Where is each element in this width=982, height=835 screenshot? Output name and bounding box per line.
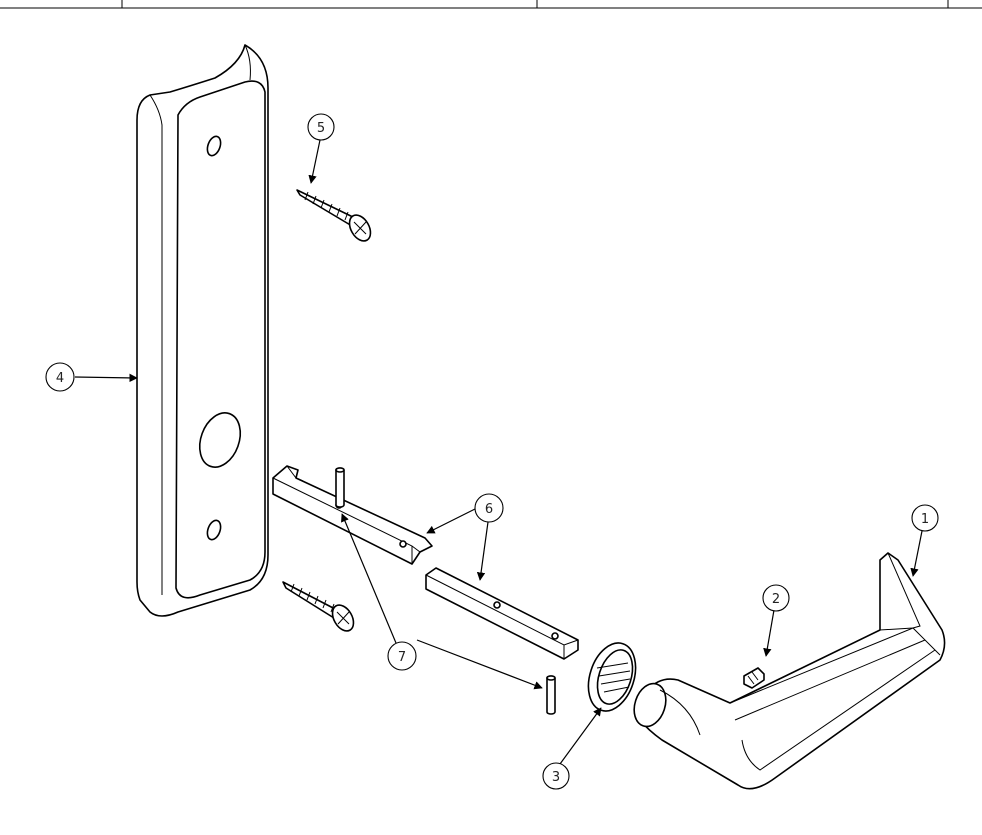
set-screw [743,667,765,689]
callout-7-label: 7 [398,650,406,665]
mounting-screw-bottom [282,581,355,632]
leader-3 [559,707,602,765]
leader-6 [426,508,489,581]
escutcheon-plate [136,44,269,617]
callout-6-label: 6 [485,502,493,517]
pin-lower [546,675,556,715]
balloon-7: 7 [387,641,417,671]
spindle-bar-upper [272,465,433,565]
leader-7 [341,513,543,690]
callout-3-label: 3 [552,770,560,785]
balloon-4: 4 [45,362,75,392]
spindle-bar-lower [425,567,579,660]
balloon-5: 5 [307,113,335,141]
leader-1 [910,530,923,577]
leader-4 [74,373,138,383]
leader-2 [763,609,775,657]
lever [633,552,946,790]
title-block-border [0,0,982,9]
rose [587,642,637,712]
balloon-6: 6 [474,493,504,523]
mounting-screw-top [296,189,372,242]
balloon-2: 2 [762,584,790,612]
leader-5 [308,139,321,184]
balloon-3: 3 [542,762,570,790]
callout-1-label: 1 [921,512,929,527]
balloon-1: 1 [911,504,939,532]
callout-2-label: 2 [772,592,780,607]
callout-5-label: 5 [317,121,325,136]
callout-4-label: 4 [56,371,64,386]
